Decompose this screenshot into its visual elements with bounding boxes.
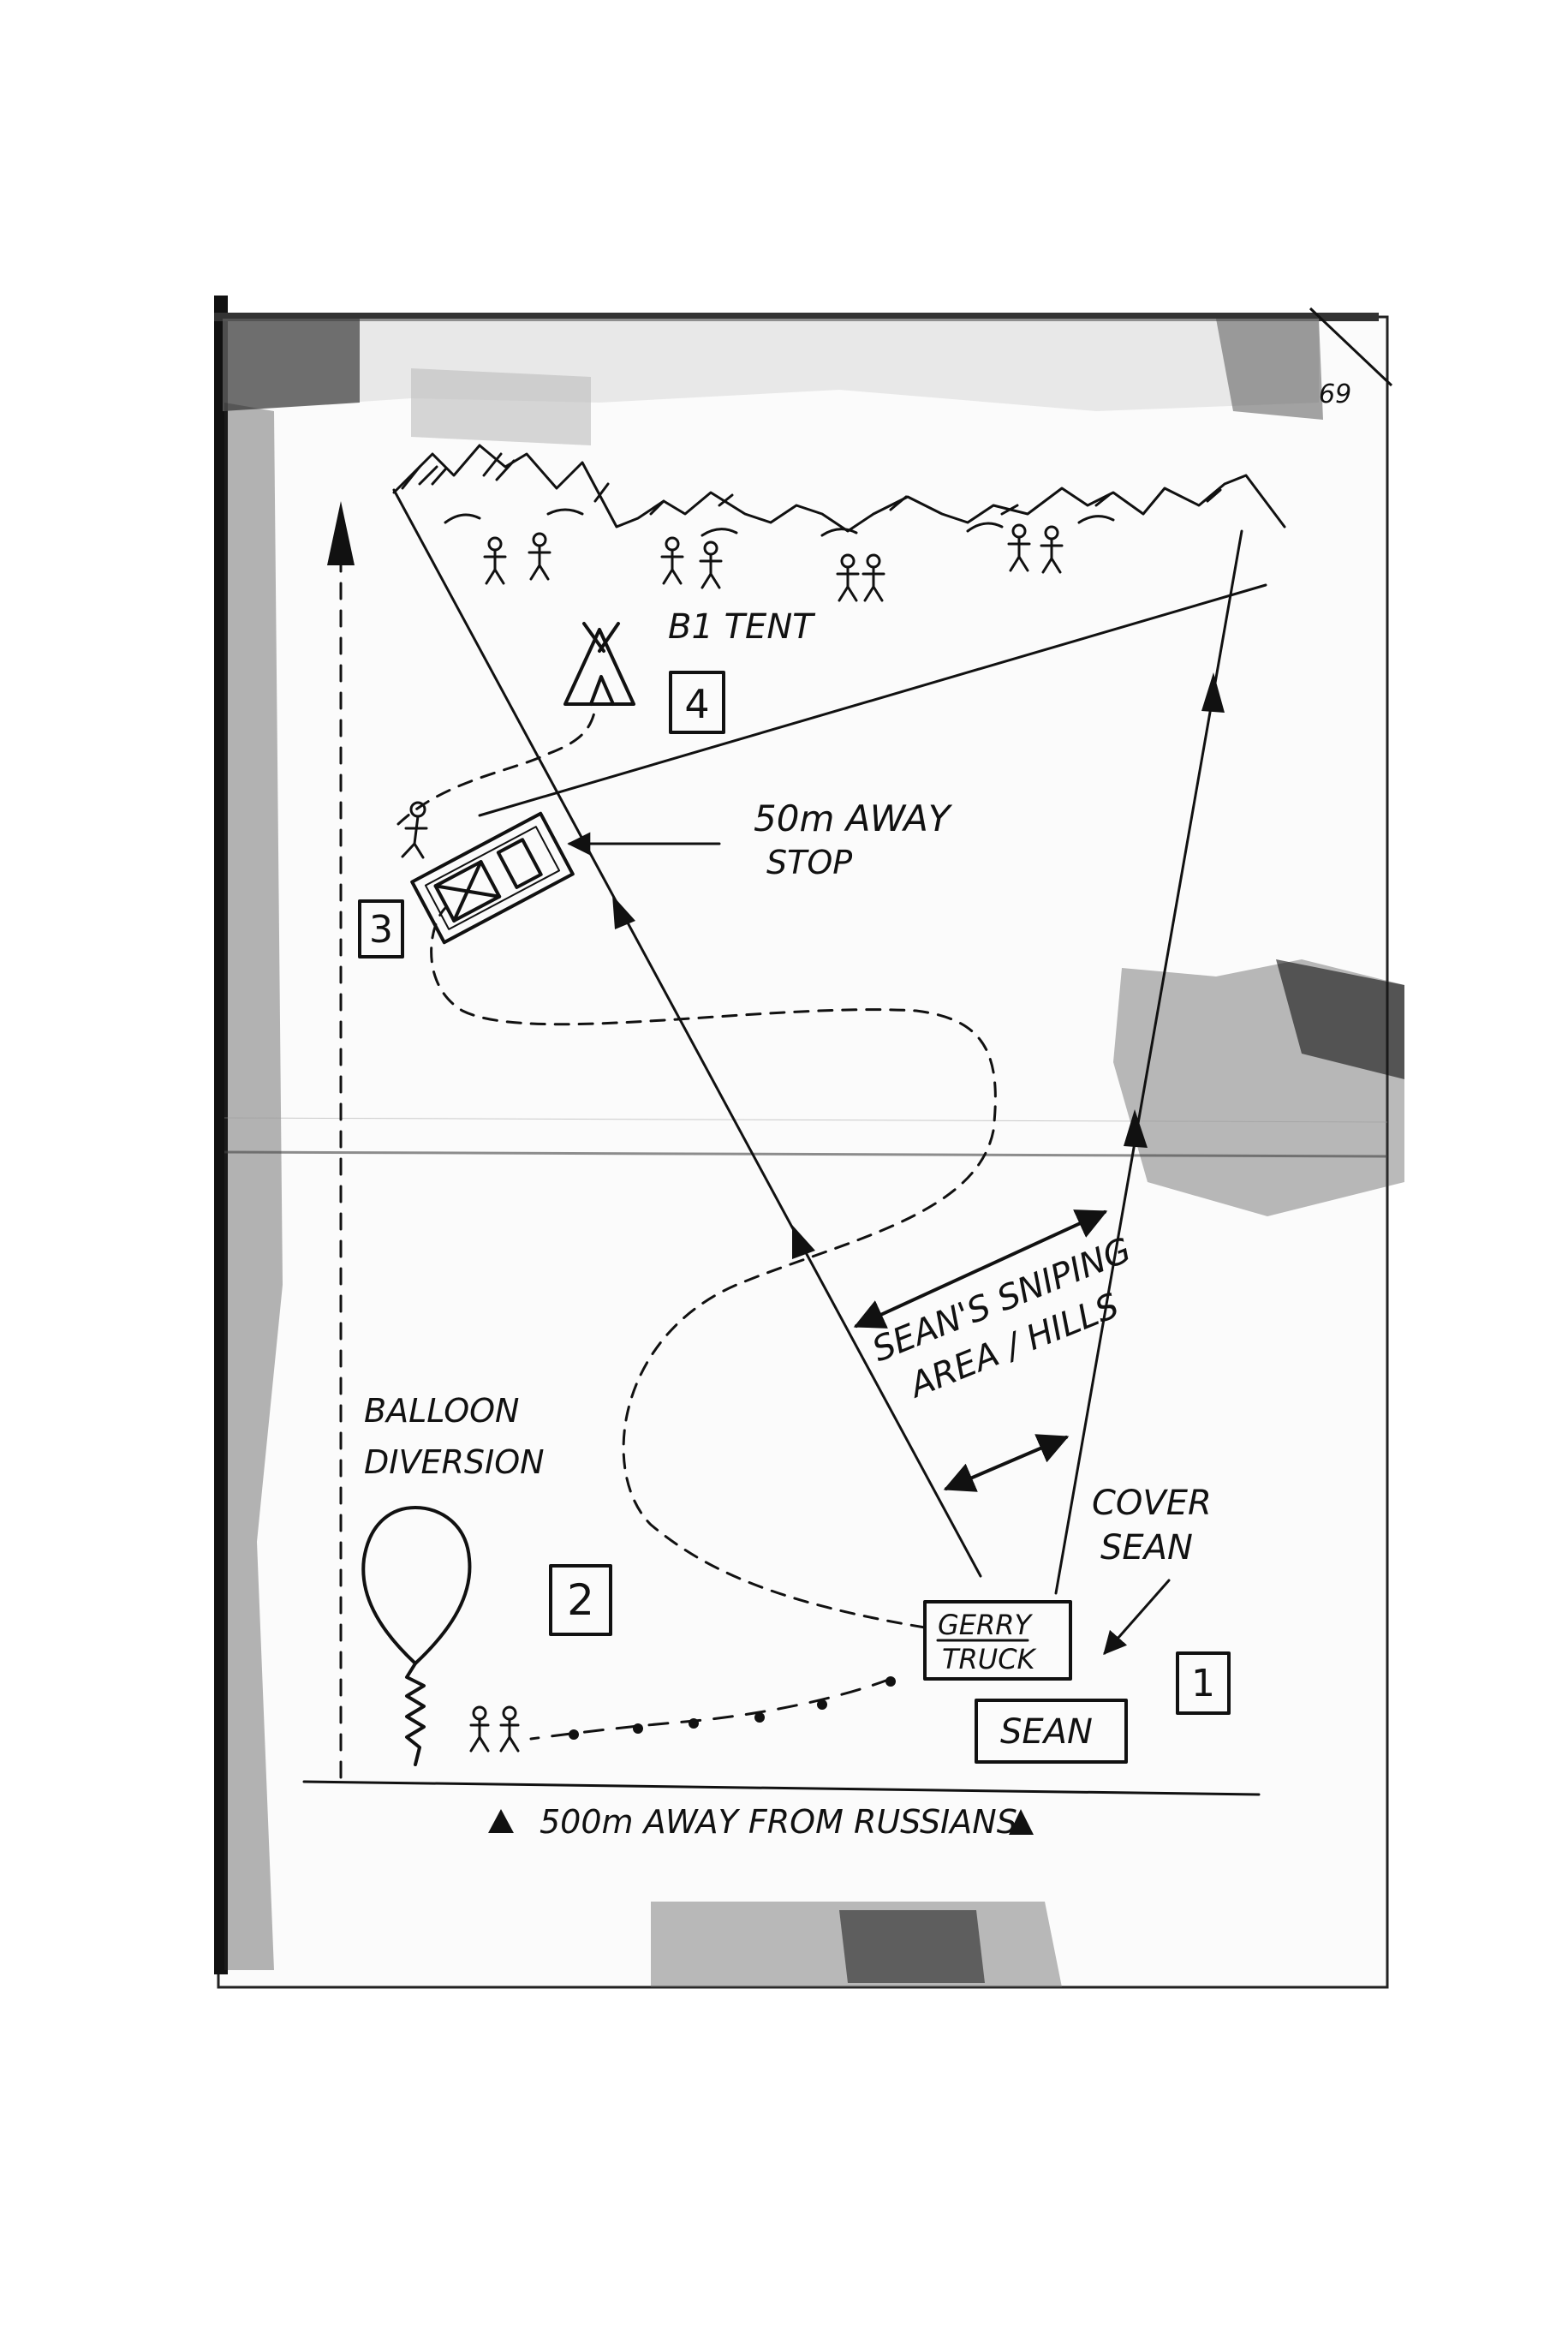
truck-label-1: GERRY <box>938 1609 1033 1641</box>
cover-label-1: COVER <box>1092 1484 1212 1523</box>
dashed-route-to-tent <box>396 708 597 826</box>
step-box-1 <box>1176 1651 1231 1715</box>
truck-label-2: TRUCK <box>942 1643 1038 1675</box>
step-4-label: 4 <box>684 681 709 727</box>
left-sight-line <box>392 488 982 1578</box>
cross-line <box>478 583 1267 817</box>
stick-figure-icon <box>1007 523 1031 572</box>
stick-figure-icon <box>699 540 723 589</box>
caption-triangle-left <box>488 1809 514 1833</box>
balloon-label-1: BALLOON <box>364 1392 519 1430</box>
figures-group-mountains <box>483 523 1064 602</box>
baseline <box>302 1780 1261 1796</box>
truck-box <box>923 1600 1072 1681</box>
stick-figure-icon <box>469 1705 490 1753</box>
balloon-label-2: DIVERSION <box>364 1443 545 1481</box>
cover-arrow <box>1103 1579 1171 1656</box>
balloon-icon <box>361 1506 472 1766</box>
stick-figure-icon <box>401 801 428 859</box>
away-stop-label-2: STOP <box>766 844 852 881</box>
left-arrow-head <box>327 501 355 565</box>
mountain-range-icon <box>392 444 1286 537</box>
stick-figure-icon <box>528 532 551 581</box>
stick-figure-icon <box>862 553 885 602</box>
sniping-area-lower-arrow <box>943 1434 1070 1492</box>
sniping-area-upper-arrow <box>853 1209 1108 1329</box>
stick-figure-icon <box>836 553 860 602</box>
stick-figure-icon <box>660 536 684 585</box>
right-line-arrow-upper <box>1201 672 1225 713</box>
step-box-3 <box>358 899 404 959</box>
stick-figure-icon <box>1040 525 1064 574</box>
left-line-arrow-upper <box>612 895 635 929</box>
tent-icon <box>563 622 635 706</box>
right-line-arrow-lower <box>1124 1109 1148 1148</box>
sean-box <box>975 1699 1128 1764</box>
step-1-label: 1 <box>1191 1662 1215 1705</box>
page-number: 69 <box>1319 379 1351 409</box>
step-3-label: 3 <box>369 908 393 952</box>
left-line-arrow-lower <box>792 1225 815 1259</box>
step-box-2 <box>549 1564 612 1636</box>
stick-figure-icon <box>483 536 507 585</box>
stick-figure-icon <box>499 1705 520 1753</box>
paper-sheet <box>214 296 1404 1989</box>
step-box-4 <box>669 671 725 734</box>
cover-label-2: SEAN <box>1100 1528 1193 1568</box>
bottom-caption: 500m AWAY FROM RUSSIANS <box>540 1803 1017 1841</box>
caption-triangle-right <box>1009 1809 1034 1835</box>
figures-group-balloon <box>469 1705 520 1753</box>
away-stop-label-1: 50m AWAY <box>754 797 953 839</box>
sean-label: SEAN <box>1000 1712 1093 1752</box>
vehicle-icon <box>410 811 575 945</box>
b1-tent-label: B1 TENT <box>668 607 816 647</box>
dotted-trail <box>529 1677 892 1741</box>
dashed-route <box>430 906 997 1629</box>
step-2-label: 2 <box>567 1575 594 1625</box>
trail-dots <box>569 1676 896 1740</box>
